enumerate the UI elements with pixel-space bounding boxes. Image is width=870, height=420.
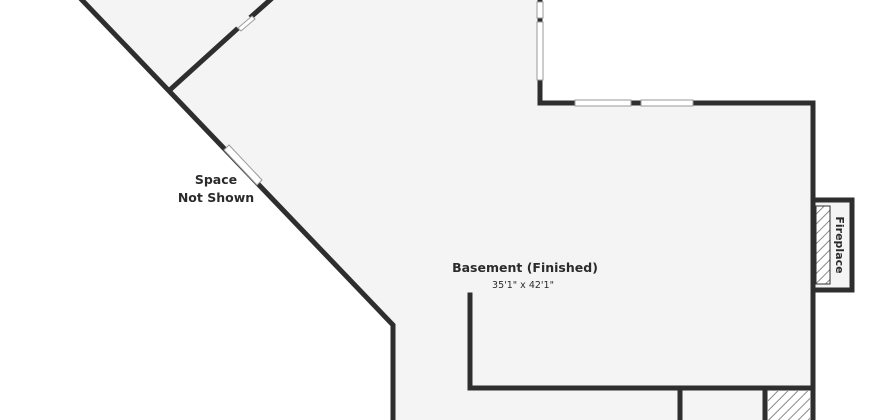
upper-left-partition <box>168 26 240 92</box>
space-not-shown-label-line2: Not Shown <box>178 190 254 205</box>
window-upper-partition <box>237 15 256 32</box>
window-horizontal-right <box>640 99 694 107</box>
diagonal-exterior-wall <box>78 0 396 420</box>
window-right-vertical <box>536 21 544 81</box>
basement-floor <box>82 0 813 420</box>
fireplace-hatch <box>815 205 831 285</box>
window-top-vertical <box>536 1 544 19</box>
space-not-shown-label-line1: Space <box>195 172 237 187</box>
window-diagonal <box>223 144 263 186</box>
upper-left-partition-end <box>248 0 274 20</box>
utility-hatch <box>768 391 810 420</box>
fireplace-label: Fireplace <box>833 216 846 273</box>
interior-partition <box>467 292 816 391</box>
fireplace-wall <box>810 197 855 293</box>
window-horizontal-left <box>574 99 632 107</box>
basement-title: Basement (Finished) <box>452 260 598 275</box>
basement-dimensions: 35'1" x 42'1" <box>492 280 554 291</box>
